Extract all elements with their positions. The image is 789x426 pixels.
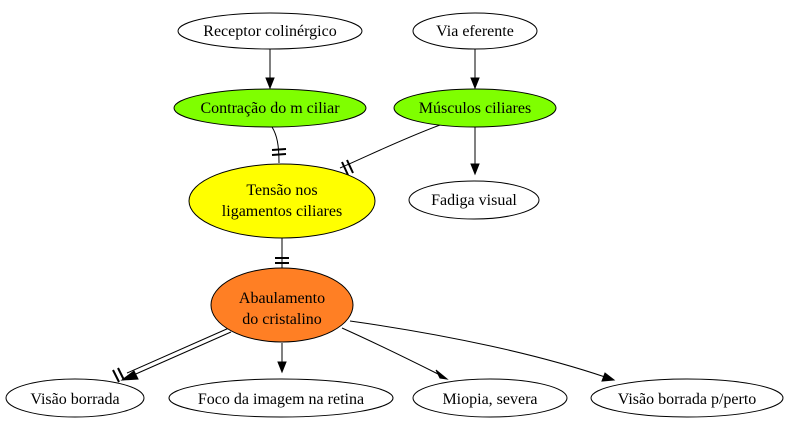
node-label-line1: Abaulamento <box>239 290 325 307</box>
node-shape <box>210 267 354 343</box>
node-via-eferente: Via eferente <box>412 12 538 50</box>
node-label: Miopia, severa <box>442 391 537 408</box>
node-label: Visão borrada p/perto <box>618 391 757 408</box>
node-label: Contração do m ciliar <box>200 100 340 117</box>
edge-receptor-to-contracao <box>265 49 275 90</box>
node-abaulamento-cristalino: Abaulamento do cristalino <box>210 267 354 343</box>
node-label: Foco da imagem na retina <box>198 391 364 408</box>
node-shape <box>590 378 784 418</box>
edge-abaulamento-to-foco <box>277 343 287 374</box>
edge-contracao-to-tensao <box>271 126 287 164</box>
node-label: Músculos ciliares <box>419 100 531 117</box>
edge-musculos-to-tensao <box>339 124 441 176</box>
node-label: Receptor colinérgico <box>203 23 336 40</box>
node-miopia-severa: Miopia, severa <box>412 378 568 418</box>
node-visao-borrada-perto: Visão borrada p/perto <box>590 378 784 418</box>
node-shape <box>173 88 367 128</box>
node-label: Via eferente <box>436 23 514 40</box>
node-shape <box>412 378 568 418</box>
node-shape <box>393 88 557 128</box>
node-shape <box>5 378 145 418</box>
node-label: Fadiga visual <box>431 192 517 209</box>
edge-abaulamento-to-visao-borrada <box>112 327 232 383</box>
node-shape <box>408 180 540 220</box>
edge-tensao-to-abaulamento <box>275 238 289 268</box>
edge-musculos-to-fadiga <box>470 127 480 176</box>
node-shape <box>168 378 394 418</box>
edge-abaulamento-to-visao-perto <box>349 320 616 382</box>
node-musculos-ciliares: Músculos ciliares <box>393 88 557 128</box>
edge-abaulamento-to-miopia <box>341 327 449 380</box>
node-visao-borrada: Visão borrada <box>5 378 145 418</box>
node-label: Visão borrada <box>30 391 119 408</box>
edges <box>112 49 616 383</box>
node-receptor-colinergico: Receptor colinérgico <box>177 12 363 50</box>
node-shape <box>177 12 363 50</box>
node-shape <box>188 163 376 239</box>
node-label-line2: ligamentos ciliares <box>222 203 342 220</box>
node-contracao-m-ciliar: Contração do m ciliar <box>173 88 367 128</box>
nodes: Receptor colinérgico Via eferente Contra… <box>5 12 784 418</box>
node-shape <box>412 12 538 50</box>
node-fadiga-visual: Fadiga visual <box>408 180 540 220</box>
edge-via-to-musculos <box>470 49 480 90</box>
node-foco-imagem-retina: Foco da imagem na retina <box>168 378 394 418</box>
node-label-line1: Tensão nos <box>246 182 317 199</box>
node-tensao-ligamentos: Tensão nos ligamentos ciliares <box>188 163 376 239</box>
node-label-line2: do cristalino <box>242 311 322 328</box>
